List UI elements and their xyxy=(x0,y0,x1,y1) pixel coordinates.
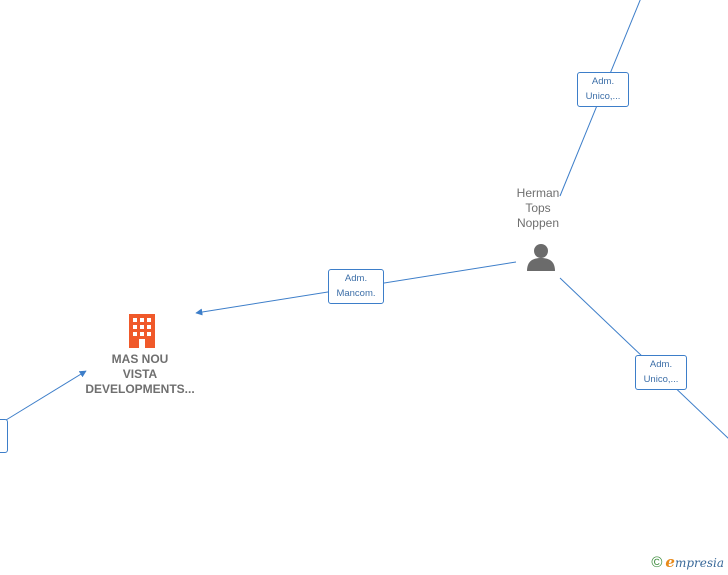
empresia-watermark: © empresia xyxy=(651,553,724,571)
edge-label-right[interactable]: Adm. Unico,... xyxy=(635,355,687,390)
edge-label-right-line2: Unico,... xyxy=(643,374,679,385)
edge-label-top-line1: Adm. xyxy=(591,76,615,87)
brand-logo-initial: e xyxy=(665,553,675,571)
edge-label-middle[interactable]: Adm. Mancom. xyxy=(328,269,384,304)
edge-label-top-line2: Unico,... xyxy=(585,91,621,102)
edge-label-middle-line2: Mancom. xyxy=(336,288,376,299)
brand-logo-rest: mpresia xyxy=(674,556,724,570)
edge-label-middle-line1: Adm. xyxy=(344,273,368,284)
company-name-line2: VISTA xyxy=(122,367,158,381)
person-node-label[interactable]: Herman Tops Noppen xyxy=(508,186,568,231)
person-name-line1: Herman xyxy=(516,186,560,200)
person-name-line3: Noppen xyxy=(516,216,560,230)
person-icon[interactable] xyxy=(526,243,556,276)
edge-label-top[interactable]: Adm. Unico,... xyxy=(577,72,629,107)
offscreen-node-stub[interactable] xyxy=(0,419,8,453)
edge-label-right-line1: Adm. xyxy=(649,359,673,370)
company-name-line1: MAS NOU xyxy=(111,352,169,366)
person-name-line2: Tops xyxy=(525,201,551,215)
company-name-line3: DEVELOPMENTS... xyxy=(85,382,195,396)
brand-logo: empresia xyxy=(665,553,724,571)
edge-left[interactable] xyxy=(5,370,87,421)
copyright-icon: © xyxy=(651,553,663,571)
company-node-label[interactable]: MAS NOU VISTA DEVELOPMENTS... xyxy=(70,352,210,397)
building-icon[interactable] xyxy=(127,314,157,353)
